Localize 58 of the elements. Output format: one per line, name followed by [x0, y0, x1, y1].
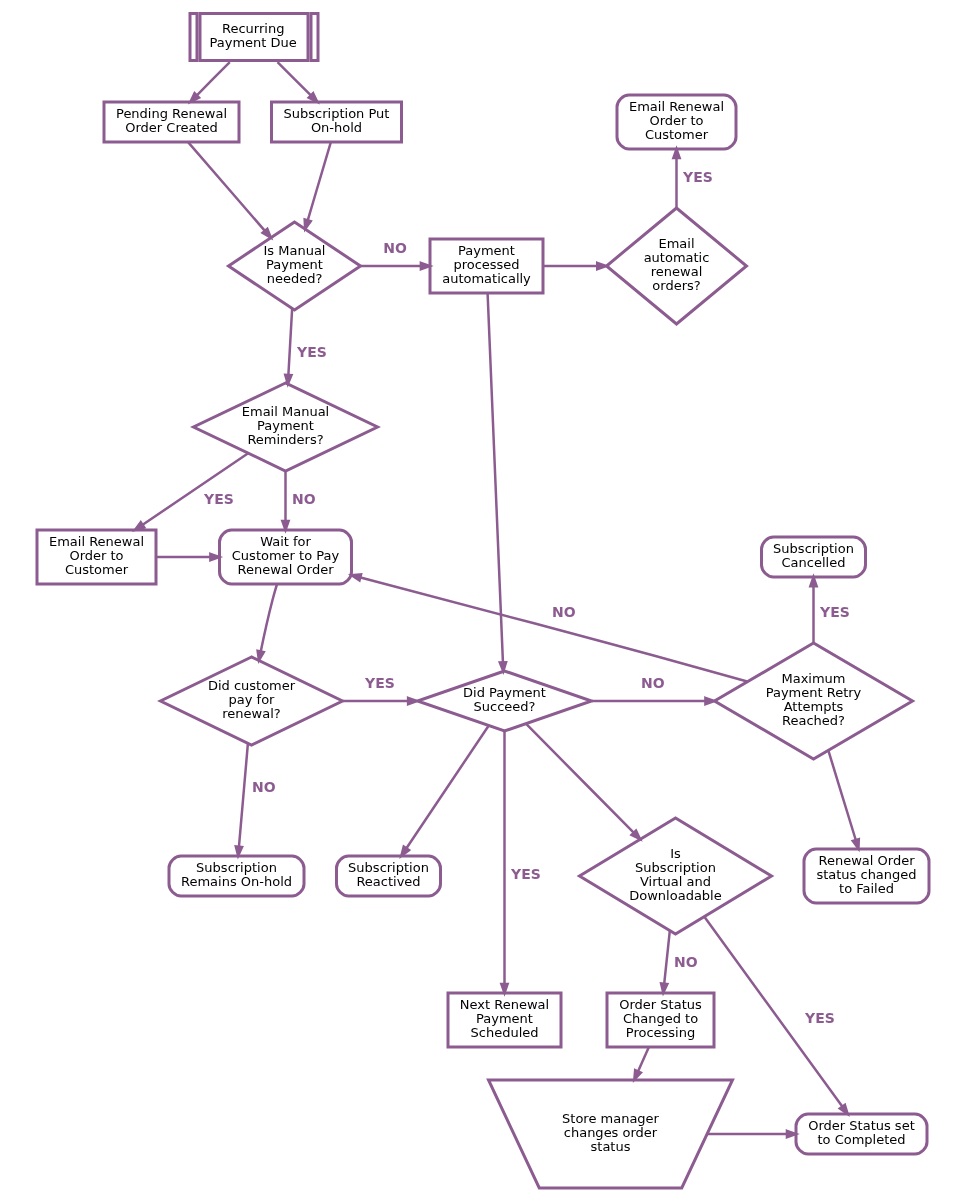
arrow: [131, 452, 249, 532]
edge-label: YES: [682, 168, 713, 185]
edge-label: YES: [510, 866, 541, 883]
node-box: Wait for Customer to Pay Renewal Order: [217, 528, 353, 586]
node-box: Order Status set to Completed: [794, 1112, 928, 1156]
node-box: Subscription Remains On-hold: [167, 854, 305, 898]
arrow: [808, 573, 818, 643]
edge-label: YES: [203, 490, 234, 507]
node-diamond: Did customer pay for renewal?: [156, 655, 346, 747]
edge-label: NO: [673, 953, 698, 970]
arrow: [671, 145, 681, 208]
edge-label: NO: [291, 490, 316, 507]
edge-label: NO: [382, 239, 407, 256]
arrow: [233, 743, 249, 860]
arrow: [398, 725, 490, 859]
node-diamond: Is Subscription Virtual and Downloadable: [576, 816, 774, 936]
node-box: Subscription Put On-hold: [269, 100, 403, 144]
arrow: [342, 696, 421, 706]
node-box: Email Renewal Order to Customer: [35, 528, 157, 586]
edge-label: YES: [296, 343, 327, 360]
node-diamond: Maximum Payment Retry Attempts Reached?: [711, 641, 915, 761]
arrow: [542, 261, 610, 271]
arrow: [155, 552, 223, 562]
arrow: [658, 930, 671, 997]
edge-label: NO: [640, 674, 665, 691]
edge-label: YES: [804, 1010, 835, 1027]
edge-label: NO: [251, 778, 276, 795]
node-box: Pending Renewal Order Created: [102, 100, 240, 144]
arrow: [591, 696, 718, 706]
arrow: [302, 141, 332, 233]
node-box: Subscription Cancelled: [759, 535, 867, 579]
arrow: [255, 583, 278, 665]
arrow: [702, 916, 850, 1117]
node-box: Order Status Changed to Processing: [605, 991, 715, 1049]
arrow: [707, 1129, 800, 1139]
arrow: [499, 731, 509, 997]
arrow: [524, 723, 643, 842]
edge-label: NO: [551, 603, 576, 620]
arrow: [280, 471, 290, 534]
arrow: [186, 141, 273, 241]
arrow: [485, 293, 508, 676]
arrow: [187, 61, 231, 105]
node-box: Subscription Reactived: [334, 854, 442, 898]
node-diamond: Email Manual Payment Reminders?: [189, 381, 381, 473]
arrow: [826, 750, 860, 853]
arrow: [283, 308, 293, 388]
edge-label: YES: [819, 603, 850, 620]
arrow: [347, 573, 748, 683]
node-diamond: Is Manual Payment needed?: [225, 220, 363, 312]
node-box: Next Renewal Payment Scheduled: [446, 991, 562, 1049]
arrow: [276, 61, 320, 105]
arrow: [632, 1046, 650, 1084]
node-box: Renewal Order status changed to Failed: [802, 847, 930, 905]
node-box: Payment processed automatically: [428, 237, 544, 295]
arrow: [360, 261, 434, 271]
node-box: Email Renewal Order to Customer: [615, 93, 737, 151]
edge-label: YES: [364, 674, 395, 691]
node-diamond: Email automatic renewal orders?: [603, 206, 749, 326]
